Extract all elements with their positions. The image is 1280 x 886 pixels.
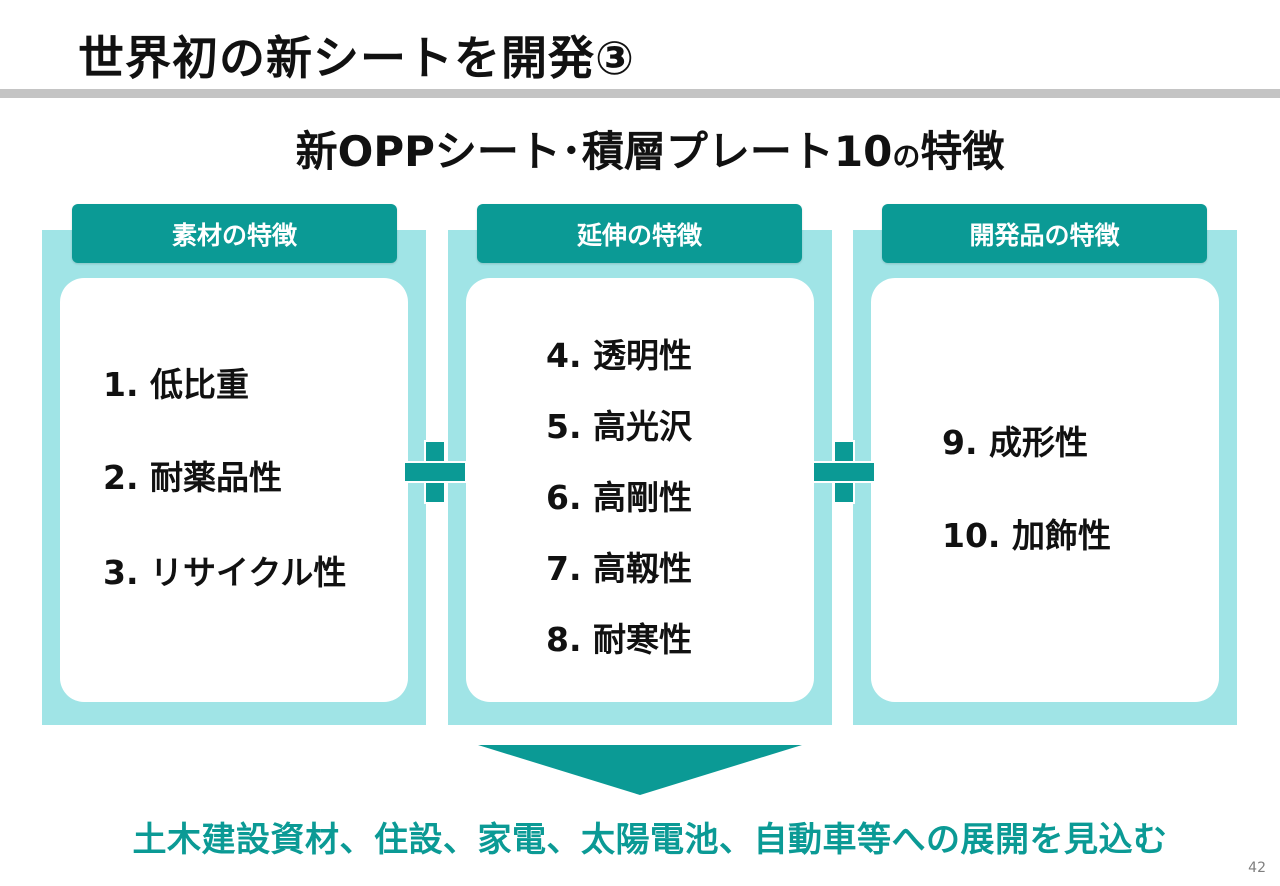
list-item: 1. 低比重 [103,365,249,404]
slide-title: 世界初の新シートを開発③ [78,31,635,85]
list-item: 3. リサイクル性 [103,553,347,592]
subtitle-particle: の [892,140,921,173]
list-item: 8. 耐寒性 [546,620,692,659]
subtitle-end: 特徴 [920,127,1005,176]
list-item: 6. 高剛性 [546,478,692,517]
subtitle-main: 新OPPシート･積層プレート10 [295,127,893,176]
list-item: 7. 高靱性 [546,549,692,588]
list-item: 10. 加飾性 [942,516,1111,555]
list-item: 5. 高光沢 [546,407,692,446]
panel-card-material [60,278,408,702]
list-item: 2. 耐薬品性 [103,458,282,497]
list-item: 4. 透明性 [546,336,692,375]
panel-header-product: 開発品の特徴 [882,204,1207,263]
title-divider [0,89,1280,98]
conclusion-text: 土木建設資材、住設、家電、太陽電池、自動車等への展開を見込む [132,820,1168,860]
plus-icon [809,437,879,507]
subtitle: 新OPPシート･積層プレート10の特徴 [0,118,1280,179]
panel-header-stretching: 延伸の特徴 [477,204,802,263]
plus-icon [400,437,470,507]
list-item: 9. 成形性 [942,423,1088,462]
panel-header-material: 素材の特徴 [72,204,397,263]
page-number: 42 [1248,860,1266,876]
panel-card-product [871,278,1219,702]
down-arrow-icon [478,745,802,795]
panel-card-stretching [466,278,814,702]
